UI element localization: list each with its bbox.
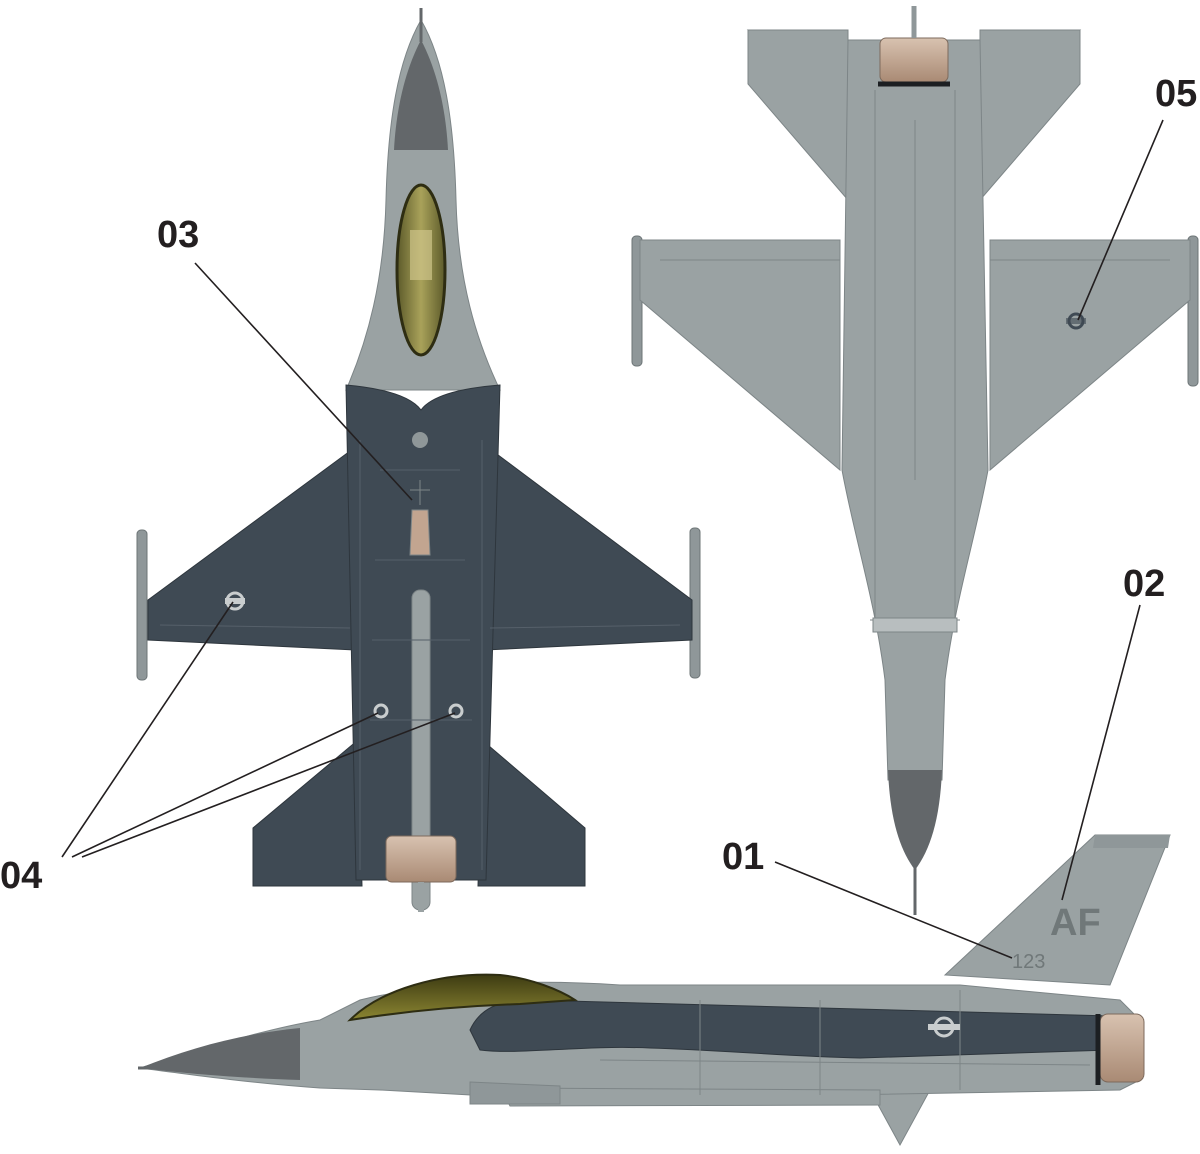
tail-serial: 123	[1012, 951, 1045, 973]
top-wing-insignia	[225, 591, 245, 611]
leader-lines	[61, 119, 1164, 959]
leader-04b	[71, 712, 379, 858]
leader-04a	[61, 601, 234, 858]
side-fuselage-insignia	[928, 1016, 960, 1038]
leader-02	[1061, 604, 1141, 901]
top-nozzle	[385, 835, 457, 883]
leader-03	[194, 262, 413, 501]
warning-marking-03	[409, 480, 431, 556]
bottom-radome	[888, 770, 942, 870]
side-intake	[469, 1081, 561, 1105]
bottom-wing-insignia	[1066, 312, 1086, 330]
side-view: AF 123	[138, 834, 1171, 1147]
top-radome	[394, 40, 448, 150]
left-wingtip-rail	[136, 529, 148, 681]
left-stabilizer	[252, 738, 363, 887]
tail-code: AF	[1050, 902, 1101, 944]
refuel-receptacle	[412, 432, 428, 448]
side-radome	[140, 1028, 300, 1080]
side-nozzle	[1099, 1013, 1145, 1083]
side-panel-lines	[599, 990, 1091, 1095]
callout-04: 04	[0, 855, 43, 897]
right-wing	[477, 438, 693, 651]
callout-03: 03	[157, 214, 200, 256]
left-wing	[147, 438, 366, 651]
bottom-view	[631, 6, 1199, 915]
leader-04c	[81, 712, 456, 858]
callout-01: 01	[722, 836, 765, 878]
top-fuselage-insignia-right	[448, 703, 464, 719]
right-stabilizer	[477, 738, 586, 887]
ejection-seat	[410, 230, 432, 280]
callout-02: 02	[1123, 563, 1166, 605]
top-fuselage-insignia-left	[373, 703, 389, 719]
callout-05: 05	[1155, 73, 1198, 115]
side-canopy	[347, 973, 578, 1022]
leader-01	[774, 861, 1013, 959]
top-panel-lines	[159, 440, 681, 870]
leader-05	[1077, 119, 1164, 321]
bottom-left-wing	[639, 239, 841, 472]
bottom-nozzle	[879, 37, 949, 83]
top-view	[136, 8, 701, 912]
bottom-right-wing	[989, 239, 1191, 472]
